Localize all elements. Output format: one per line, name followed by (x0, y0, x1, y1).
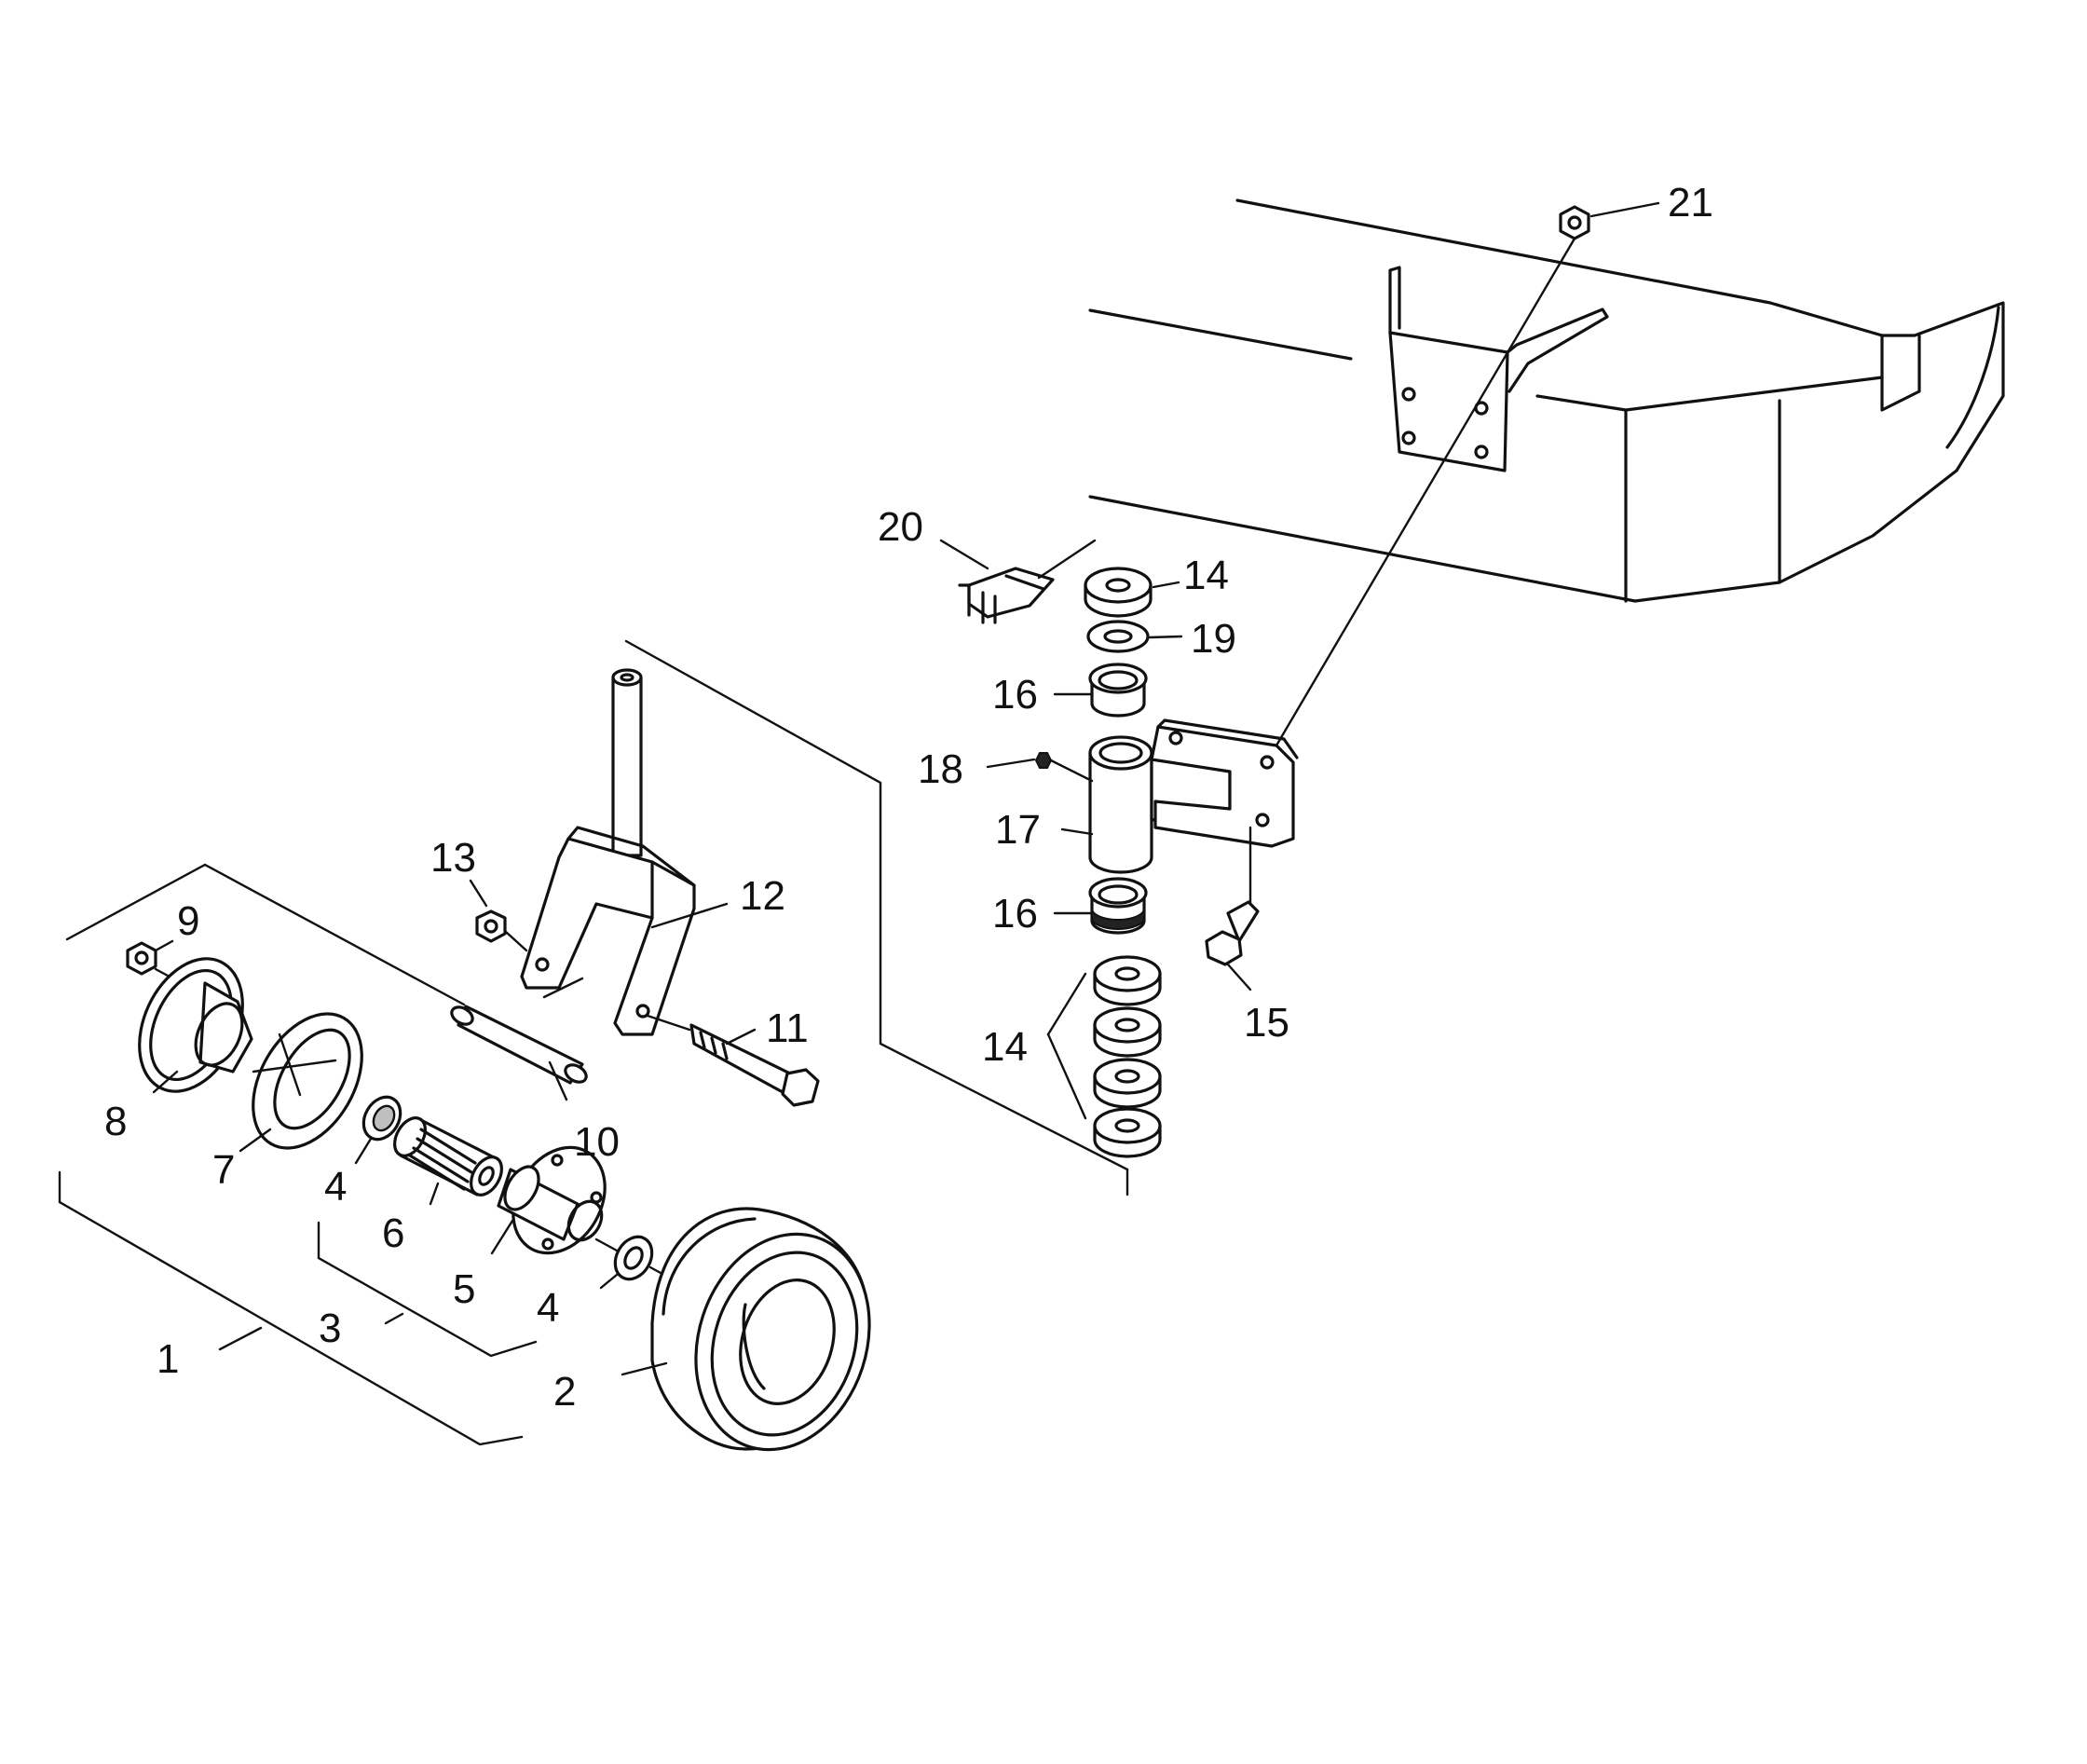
callout-19: 19 (1191, 616, 1236, 662)
part-13-nut (469, 879, 528, 952)
callout-14-stack: 14 (982, 1024, 1028, 1070)
part-5-wheel-hub (490, 1145, 607, 1255)
callout-11: 11 (766, 1005, 809, 1051)
deck-mount-bracket (1388, 266, 1609, 472)
callout-16-top: 16 (992, 672, 1038, 718)
callout-15: 15 (1244, 1000, 1289, 1046)
part-6-roller-bearing (393, 1116, 503, 1206)
callout-21: 21 (1668, 180, 1713, 226)
callout-9: 9 (177, 898, 199, 944)
part-16-bushing-top (1053, 663, 1148, 718)
callout-4-right: 4 (537, 1285, 559, 1331)
part-20-clip (939, 539, 1097, 624)
part-11-bolt (646, 1014, 820, 1107)
callout-8: 8 (104, 1099, 127, 1144)
callout-6: 6 (382, 1210, 404, 1256)
part-2-tire (621, 1207, 871, 1452)
part-16-bushing-bottom (1053, 877, 1148, 935)
callout-2: 2 (553, 1369, 576, 1415)
callout-10: 10 (574, 1119, 620, 1165)
callout-16-bottom: 16 (992, 891, 1038, 937)
callout-1: 1 (157, 1336, 179, 1382)
callout-20: 20 (878, 504, 923, 550)
callout-12: 12 (740, 873, 785, 919)
part-10-spacer-tube (450, 977, 588, 1101)
bracket-3 (317, 1221, 538, 1358)
part-14-washer-stack (1046, 955, 1162, 1158)
mower-deck (1088, 198, 2005, 603)
part-8-hub-flange (138, 957, 253, 1094)
part-21-nut (1559, 201, 1660, 240)
assembly-leader-fork (624, 639, 1129, 1197)
part-7-seal (239, 1012, 363, 1153)
assembly-leader-axle (65, 863, 466, 1006)
callout-17: 17 (995, 807, 1041, 853)
callout-18: 18 (918, 746, 963, 792)
callout-7: 7 (212, 1147, 235, 1193)
part-17-pivot-tube (1060, 718, 1299, 874)
callout-3: 3 (319, 1306, 341, 1351)
part-15-bolt (1205, 826, 1260, 991)
part-4-bearing-left (354, 1095, 402, 1165)
part-19-washer (1086, 620, 1183, 653)
callout-5: 5 (453, 1266, 475, 1312)
part-12-caster-fork (520, 668, 729, 1036)
part-14-washer-top (1084, 567, 1180, 618)
callout-labels: 1 2 3 4 4 5 6 7 8 9 10 11 12 13 14 14 15… (104, 180, 1713, 1415)
bracket-1 (58, 1170, 524, 1446)
callout-14-top: 14 (1183, 553, 1229, 598)
callout-4-left: 4 (324, 1164, 347, 1210)
callout-13: 13 (430, 835, 476, 881)
part-18-grease-fitting (986, 752, 1094, 783)
